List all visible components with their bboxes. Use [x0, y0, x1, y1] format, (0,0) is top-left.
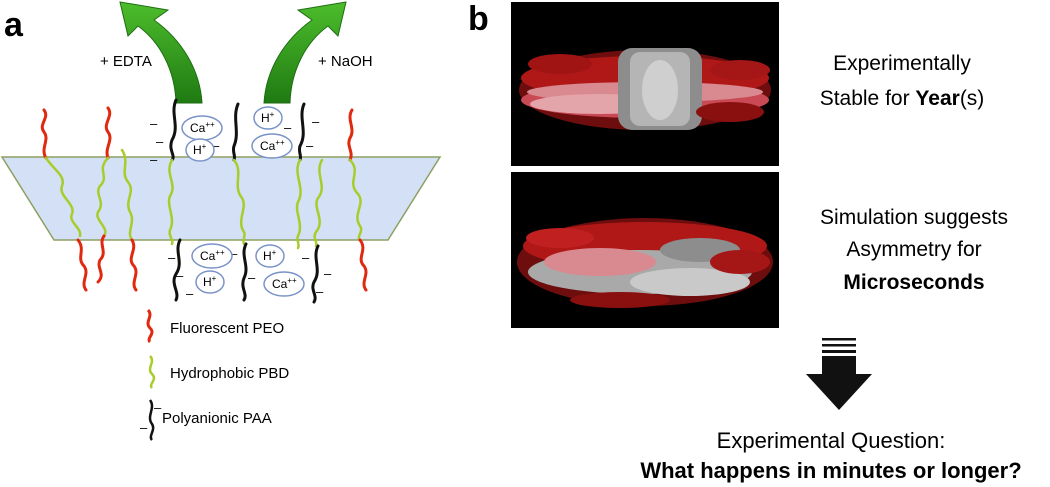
naoh-label: + NaOH [318, 53, 373, 70]
svg-text:–: – [176, 268, 184, 283]
svg-text:–: – [168, 250, 176, 265]
svg-text:–: – [248, 270, 256, 285]
ion-h-top-right: H+ [253, 106, 283, 130]
svg-text:–: – [150, 116, 158, 131]
svg-text:–: – [186, 286, 194, 301]
membrane-slab [0, 156, 442, 241]
svg-text:Ca++: Ca++ [200, 248, 225, 263]
down-arrow-icon [806, 338, 872, 410]
negative-charges: – – – – – – – – – – – – – – – – [150, 114, 332, 301]
simulation-line3: Microseconds [843, 271, 984, 294]
ion-h-top-left: H+ [185, 138, 215, 162]
svg-text:–: – [212, 138, 220, 153]
svg-text:–: – [154, 400, 162, 415]
legend-pbd-label: Hydrophobic PBD [170, 365, 289, 382]
svg-text:–: – [324, 266, 332, 281]
edta-label: + EDTA [100, 53, 152, 70]
svg-text:–: – [150, 152, 158, 167]
legend-paa-swatch [148, 399, 155, 441]
simulation-line2: Asymmetry for [846, 238, 981, 261]
ion-ca-bottom-right: Ca++ [263, 271, 305, 297]
svg-text:–: – [312, 114, 320, 129]
polymer-chains [40, 98, 368, 304]
legend: Fluorescent PEO Hydrophobic PBD – – Poly… [140, 308, 289, 441]
simulation-snapshot-experimental [511, 2, 779, 166]
svg-text:H+: H+ [193, 142, 207, 157]
svg-text:Ca++: Ca++ [272, 276, 297, 291]
svg-text:–: – [316, 284, 324, 299]
panel-b-label: b [468, 0, 489, 38]
question-line1: Experimental Question: [717, 428, 946, 453]
svg-text:–: – [156, 134, 164, 149]
legend-peo-swatch [146, 308, 154, 344]
svg-text:Ca++: Ca++ [190, 120, 215, 135]
svg-text:Ca++: Ca++ [260, 138, 285, 153]
svg-text:–: – [306, 138, 314, 153]
ion-ca-bottom-left: Ca++ [191, 243, 233, 269]
experimental-line2: Stable for Year(s) [820, 87, 985, 110]
legend-paa-label: Polyanionic PAA [162, 410, 272, 427]
ion-ca-top-right: Ca++ [251, 133, 293, 159]
svg-text:–: – [302, 250, 310, 265]
left-release-arrow [119, 1, 203, 104]
legend-peo-label: Fluorescent PEO [170, 320, 284, 337]
panel-a-label: a [4, 6, 24, 44]
legend-pbd-swatch [148, 355, 156, 389]
svg-text:–: – [140, 420, 148, 435]
simulation-line1: Simulation suggests [820, 206, 1008, 229]
svg-text:–: – [284, 120, 292, 135]
svg-text:–: – [230, 246, 238, 261]
experimental-line1: Experimentally [833, 52, 971, 75]
simulation-snapshot-simulation [511, 172, 779, 328]
question-line2: What happens in minutes or longer? [640, 458, 1021, 483]
ion-h-bottom-left: H+ [195, 270, 225, 294]
svg-text:H+: H+ [261, 110, 275, 125]
svg-text:H+: H+ [203, 274, 217, 289]
ion-ca-top-left: Ca++ [181, 115, 223, 141]
ion-h-bottom-right: H+ [255, 244, 285, 268]
svg-text:H+: H+ [263, 248, 277, 263]
right-release-arrow [263, 1, 347, 104]
